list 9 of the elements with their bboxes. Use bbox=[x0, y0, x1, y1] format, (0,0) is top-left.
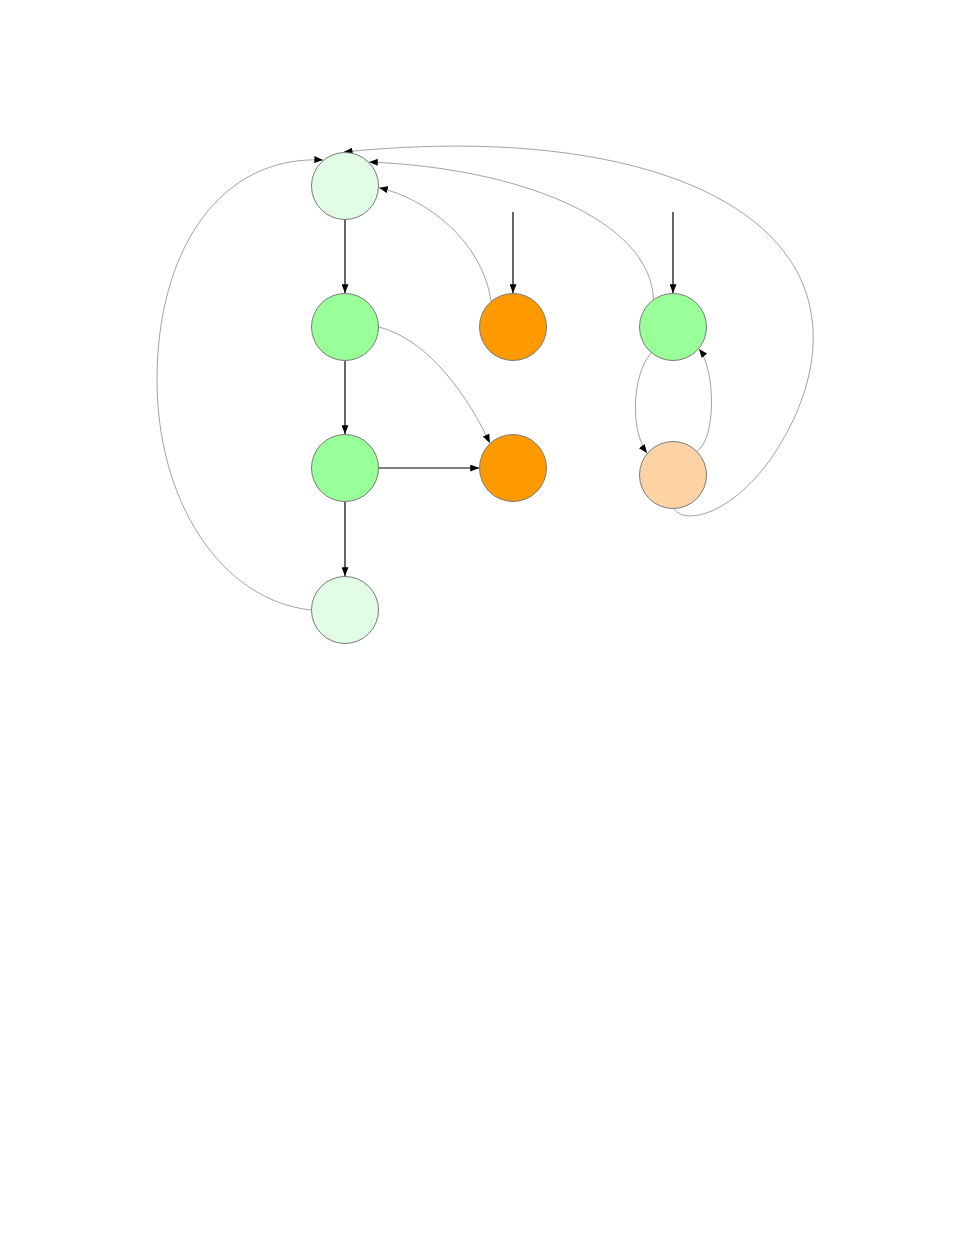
arrow bbox=[341, 219, 349, 294]
arrow bbox=[378, 464, 480, 472]
state-circle bbox=[311, 152, 379, 220]
arrow bbox=[341, 501, 349, 577]
state-circle bbox=[639, 441, 707, 509]
state-circle bbox=[639, 293, 707, 361]
arrow bbox=[341, 360, 349, 435]
arrow bbox=[509, 211, 517, 294]
arrow bbox=[669, 211, 677, 294]
